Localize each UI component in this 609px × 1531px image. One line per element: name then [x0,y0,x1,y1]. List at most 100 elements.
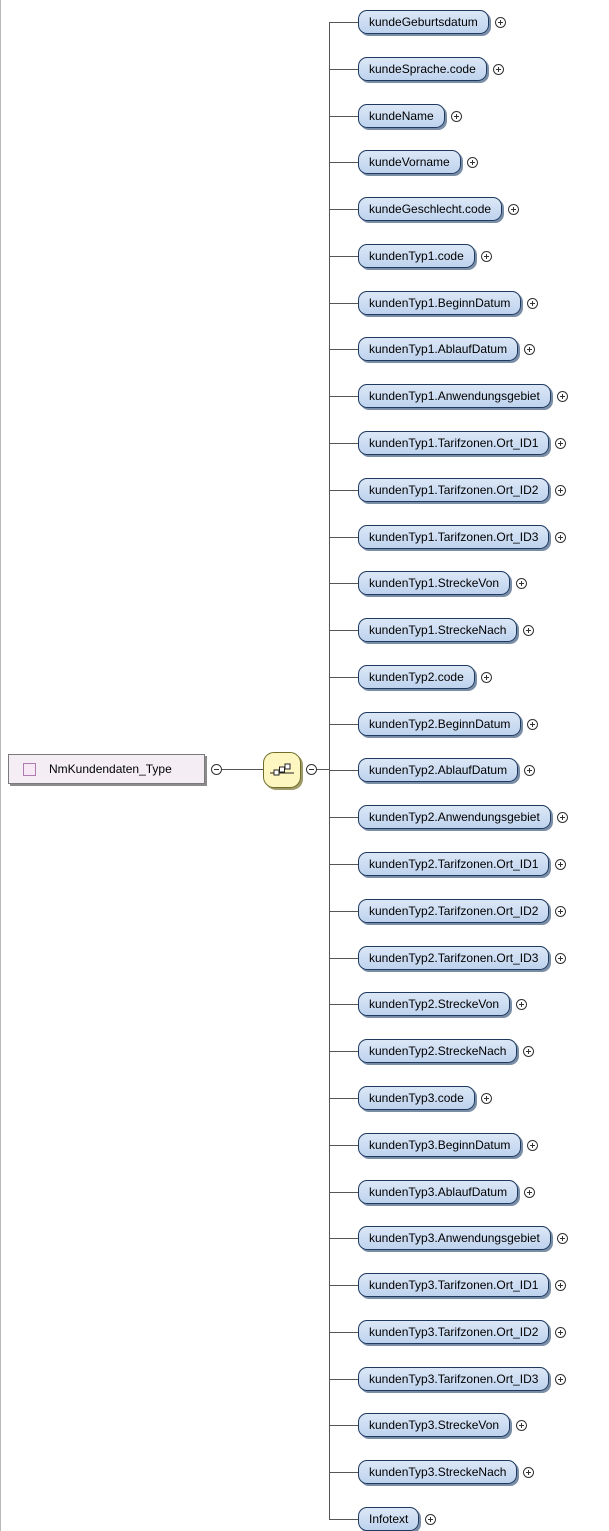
expand-toggle-icon[interactable] [516,1420,527,1431]
element-connector-line [329,537,358,538]
element-connector-line [329,443,358,444]
schema-element[interactable]: kundenTyp1.AblaufDatum [358,337,519,361]
expand-toggle-icon[interactable] [524,344,535,355]
schema-element[interactable]: kundenTyp1.StreckeNach [358,618,518,642]
expand-toggle-icon[interactable] [527,719,538,730]
schema-element[interactable]: kundenTyp3.Tarifzonen.Ort_ID2 [358,1320,550,1344]
sequence-collapse-toggle-icon[interactable] [306,764,317,775]
element-connector-line [329,1098,358,1099]
element-connector-line [329,1051,358,1052]
element-connector-line [329,1004,358,1005]
schema-element[interactable]: kundenTyp3.Anwendungsgebiet [358,1226,551,1250]
expand-toggle-icon[interactable] [516,999,527,1010]
schema-element[interactable]: kundenTyp3.Tarifzonen.Ort_ID3 [358,1367,550,1391]
schema-element[interactable]: kundenTyp2.Tarifzonen.Ort_ID2 [358,899,550,923]
expand-toggle-icon[interactable] [523,1467,534,1478]
element-connector-line [329,724,358,725]
type-collapse-toggle-icon[interactable] [211,764,222,775]
expand-toggle-icon[interactable] [481,1093,492,1104]
expand-toggle-icon[interactable] [524,765,535,776]
schema-element[interactable]: kundenTyp3.StreckeVon [358,1413,511,1437]
schema-element[interactable]: kundenTyp3.AblaufDatum [358,1180,519,1204]
element-connector-line [329,770,358,771]
schema-element[interactable]: kundenTyp2.Tarifzonen.Ort_ID3 [358,946,550,970]
schema-element[interactable]: kundenTyp2.code [358,665,475,689]
expand-toggle-icon[interactable] [481,672,492,683]
expand-toggle-icon[interactable] [527,298,538,309]
element-connector-line [329,22,358,23]
element-connector-line [329,1145,358,1146]
element-connector-line [329,911,358,912]
schema-element[interactable]: kundenTyp1.StreckeVon [358,571,511,595]
expand-toggle-icon[interactable] [555,906,566,917]
schema-element[interactable]: kundenTyp1.Tarifzonen.Ort_ID2 [358,478,550,502]
expand-toggle-icon[interactable] [557,391,568,402]
schema-element[interactable]: kundeVorname [358,150,461,174]
schema-element[interactable]: kundeSprache.code [358,57,487,81]
schema-element[interactable]: kundenTyp2.BeginnDatum [358,712,522,736]
complex-type-icon [23,762,36,776]
expand-toggle-icon[interactable] [524,1187,535,1198]
schema-element[interactable]: kundenTyp1.Anwendungsgebiet [358,384,551,408]
schema-element[interactable]: kundenTyp3.code [358,1086,475,1110]
expand-toggle-icon[interactable] [516,578,527,589]
element-connector-line [329,116,358,117]
expand-toggle-icon[interactable] [557,1233,568,1244]
schema-element[interactable]: kundeName [358,104,445,128]
expand-toggle-icon[interactable] [555,532,566,543]
expand-toggle-icon[interactable] [523,625,534,636]
expand-toggle-icon[interactable] [555,953,566,964]
expand-toggle-icon[interactable] [527,1140,538,1151]
type-label: NmKundendaten_Type [49,762,172,776]
expand-toggle-icon[interactable] [555,1327,566,1338]
element-connector-line [329,1425,358,1426]
element-connector-line [329,817,358,818]
schema-element[interactable]: kundenTyp3.StreckeNach [358,1460,518,1484]
element-connector-line [329,69,358,70]
schema-element[interactable]: Infotext [358,1507,420,1531]
element-connector-line [329,677,358,678]
expand-toggle-icon[interactable] [425,1514,436,1525]
expand-toggle-icon[interactable] [557,812,568,823]
schema-element[interactable]: kundeGeschlecht.code [358,197,503,221]
expand-toggle-icon[interactable] [523,1046,534,1057]
schema-element[interactable]: kundenTyp2.Tarifzonen.Ort_ID1 [358,852,550,876]
sequence-compositor[interactable] [263,752,301,788]
schema-element[interactable]: kundenTyp2.StreckeNach [358,1039,518,1063]
schema-element[interactable]: kundenTyp3.BeginnDatum [358,1133,522,1157]
element-connector-line [329,1192,358,1193]
expand-toggle-icon[interactable] [555,1280,566,1291]
expand-toggle-icon[interactable] [467,157,478,168]
expand-toggle-icon[interactable] [555,1374,566,1385]
schema-element[interactable]: kundenTyp2.StreckeVon [358,992,511,1016]
schema-element[interactable]: kundeGeburtsdatum [358,10,489,34]
expand-toggle-icon[interactable] [493,64,504,75]
expand-toggle-icon[interactable] [555,438,566,449]
element-connector-line [329,303,358,304]
schema-element[interactable]: kundenTyp3.Tarifzonen.Ort_ID1 [358,1273,550,1297]
schema-element[interactable]: kundenTyp1.code [358,244,475,268]
expand-toggle-icon[interactable] [508,204,519,215]
complex-type-node[interactable]: NmKundendaten_Type [8,754,205,784]
element-connector-line [329,583,358,584]
element-connector-line [329,958,358,959]
schema-element[interactable]: kundenTyp2.Anwendungsgebiet [358,805,551,829]
element-connector-line [329,1285,358,1286]
element-connector-line [329,209,358,210]
schema-element[interactable]: kundenTyp1.Tarifzonen.Ort_ID1 [358,431,550,455]
element-connector-line [329,1472,358,1473]
schema-element[interactable]: kundenTyp2.AblaufDatum [358,758,519,782]
element-connector-line [329,1238,358,1239]
expand-toggle-icon[interactable] [555,859,566,870]
expand-toggle-icon[interactable] [451,111,462,122]
expand-toggle-icon[interactable] [481,251,492,262]
element-connector-line [329,864,358,865]
expand-toggle-icon[interactable] [495,17,506,28]
schema-element[interactable]: kundenTyp1.Tarifzonen.Ort_ID3 [358,525,550,549]
schema-element[interactable]: kundenTyp1.BeginnDatum [358,291,522,315]
expand-toggle-icon[interactable] [555,485,566,496]
panel-border [0,0,1,1531]
element-connector-line [329,630,358,631]
connector-line [222,769,263,770]
